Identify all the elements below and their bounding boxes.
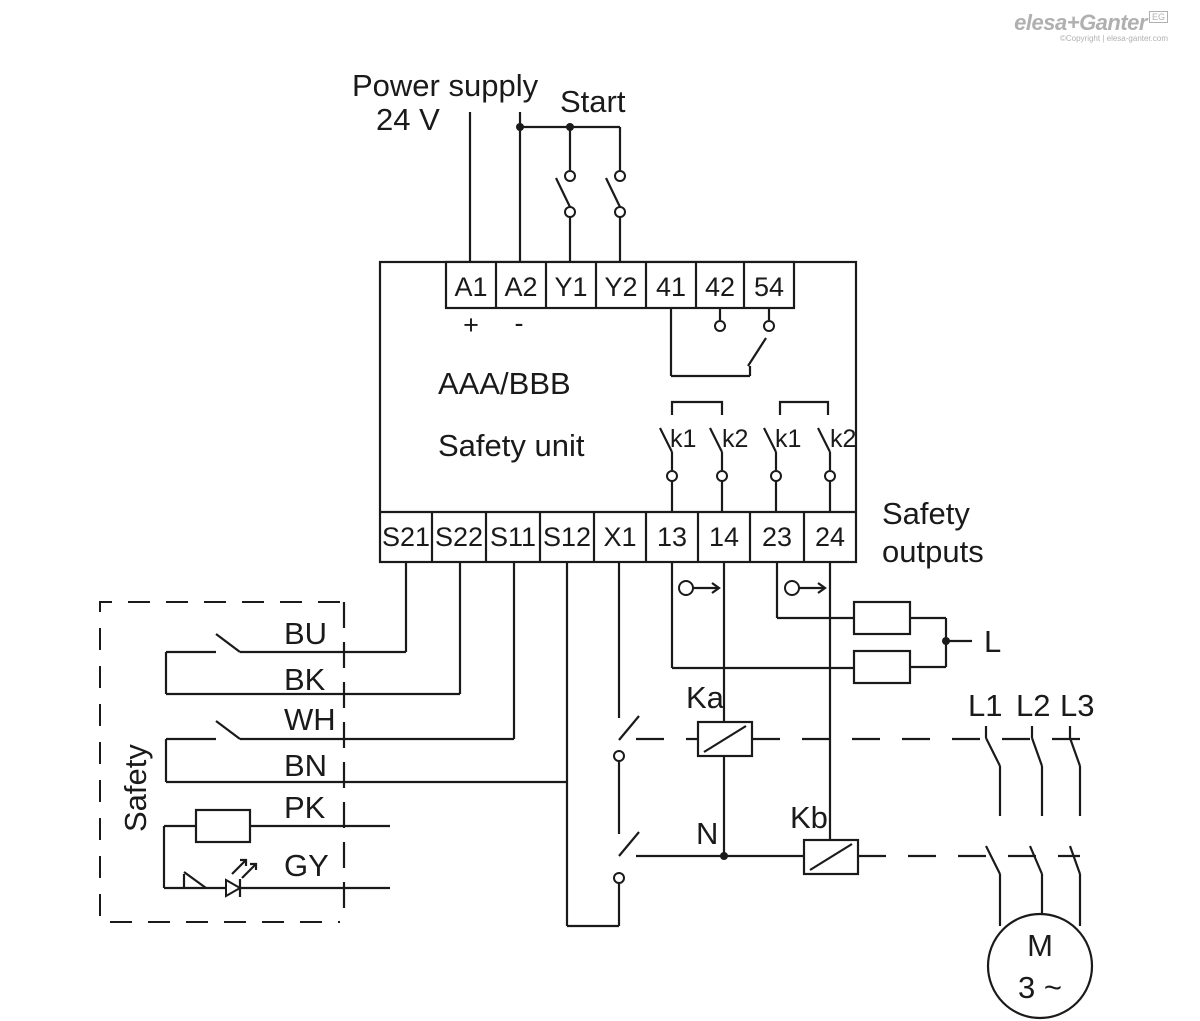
- phase-l2: L2: [1016, 688, 1050, 723]
- sensor-resistor: [162, 808, 390, 888]
- start-label: Start: [560, 84, 626, 119]
- terminal-y2: Y2: [604, 272, 637, 302]
- s12-x1-wiring: [565, 562, 640, 928]
- motor: [986, 912, 1094, 1020]
- output-23-wiring: [775, 562, 854, 620]
- polarity-minus: -: [515, 308, 524, 338]
- motor-phase-label: 3 ~: [1018, 970, 1062, 1005]
- phase-contacts: [984, 726, 1082, 926]
- polarity-plus: +: [463, 310, 479, 340]
- terminal-s22: S22: [435, 522, 483, 552]
- top-terminal-strip: [444, 260, 796, 310]
- supply-n-label: N: [696, 816, 718, 851]
- contact-k1-23: [763, 427, 782, 512]
- start-switch-y2: [605, 127, 626, 262]
- sensor-led: [164, 858, 390, 898]
- contact-bracket-1: [670, 400, 724, 415]
- terminal-s21: S21: [382, 522, 430, 552]
- relay-ka-label: Ka: [686, 680, 725, 715]
- terminal-s11: S11: [490, 522, 536, 552]
- contact-k2-14: [709, 427, 728, 512]
- wire-bu: BU: [284, 616, 327, 651]
- sensor-safety-label: Safety: [118, 744, 153, 832]
- safety-outputs-line1: Safety: [882, 496, 970, 531]
- motor-label: M: [1027, 928, 1053, 963]
- unit-model: AAA/BBB: [438, 366, 571, 401]
- unit-name: Safety unit: [438, 428, 585, 463]
- status-contact: [669, 308, 775, 378]
- terminal-s12: S12: [543, 522, 591, 552]
- contact-label-k1b: k1: [775, 425, 801, 453]
- power-supply-label: Power supply: [352, 68, 539, 103]
- wire-wh: WH: [284, 702, 336, 737]
- phase-l3: L3: [1060, 688, 1094, 723]
- supply-l-label: L: [984, 624, 1001, 659]
- terminal-23: 23: [762, 522, 792, 552]
- power-supply-voltage: 24 V: [376, 102, 440, 137]
- power-supply-wires: [468, 112, 620, 262]
- contact-label-k2a: k2: [722, 425, 748, 453]
- wire-bk: BK: [284, 662, 326, 697]
- logo-badge: EG: [1148, 11, 1168, 23]
- sensor-contact-2: [164, 562, 567, 784]
- terminal-41: 41: [656, 272, 686, 302]
- terminal-42: 42: [705, 272, 735, 302]
- relay-ka: [696, 562, 754, 856]
- contact-k2-24: [817, 427, 836, 512]
- terminal-y1: Y1: [554, 272, 587, 302]
- output-loads: [852, 600, 972, 685]
- logo-copyright: ©Copyright | elesa-ganter.com: [1059, 34, 1168, 43]
- terminal-a2: A2: [504, 272, 537, 302]
- bottom-terminal-strip: [380, 510, 856, 562]
- logo-brand: elesa+Ganter: [1014, 10, 1147, 35]
- wire-gy: GY: [284, 848, 329, 883]
- sensor-contact-1: [164, 562, 462, 696]
- relay-kb-label: Kb: [790, 800, 828, 835]
- terminal-54: 54: [754, 272, 784, 302]
- terminal-14: 14: [709, 522, 739, 552]
- safety-outputs-line2: outputs: [882, 534, 984, 569]
- contact-bracket-2: [778, 400, 830, 415]
- wire-pk: PK: [284, 790, 326, 825]
- wire-bn: BN: [284, 748, 327, 783]
- contact-label-k1a: k1: [670, 425, 696, 453]
- phase-l1: L1: [968, 688, 1002, 723]
- terminal-a1: A1: [454, 272, 487, 302]
- relay-kb: [720, 562, 860, 876]
- output-13-wiring: [670, 562, 854, 670]
- sensor-dashed-outline: [99, 601, 340, 923]
- contact-k1-13: [659, 427, 678, 512]
- terminal-13: 13: [657, 522, 687, 552]
- start-switch-y1: [555, 127, 576, 262]
- contact-label-k2b: k2: [830, 425, 856, 453]
- terminal-x1: X1: [603, 522, 636, 552]
- terminal-24: 24: [815, 522, 845, 552]
